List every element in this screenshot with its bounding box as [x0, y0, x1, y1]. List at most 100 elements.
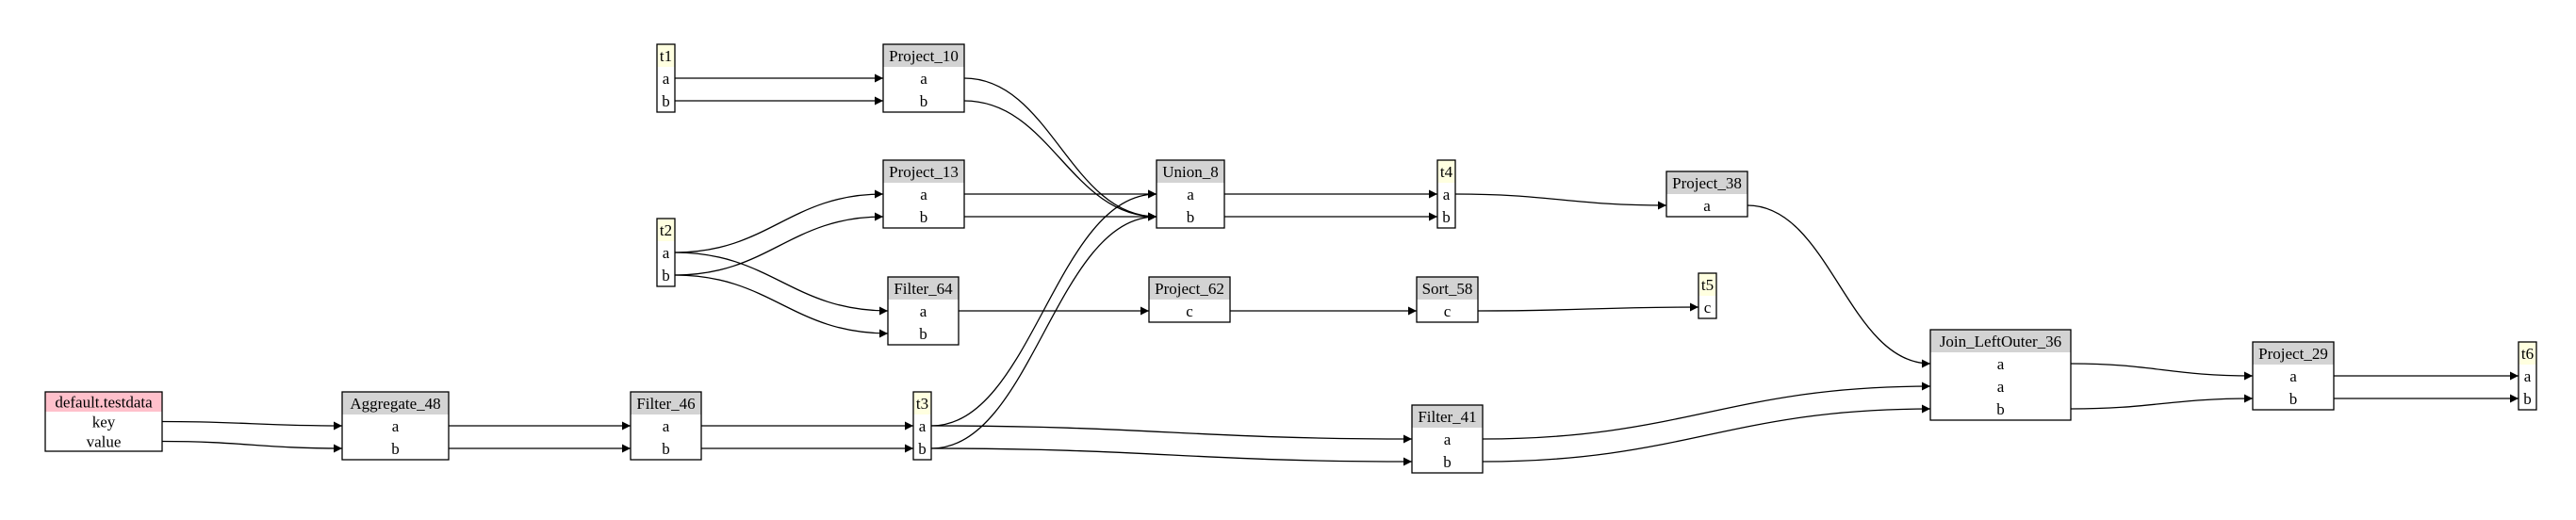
node-title: default.testdata: [55, 393, 153, 411]
node-header: [1157, 160, 1224, 183]
field-a: a: [2524, 367, 2532, 385]
node-project-38[interactable]: Project_38a: [1665, 171, 1748, 218]
field-a: a: [920, 70, 927, 88]
edge-filter-41-to-join-leftouter-36: [1482, 382, 1931, 440]
node-t4[interactable]: t4 ab: [1436, 159, 1456, 229]
field-a: a: [920, 302, 927, 320]
node-title: t3: [916, 395, 928, 413]
edge-t2-to-project-13: [674, 189, 884, 253]
edge-t3-to-filter-41: [930, 425, 1413, 444]
node-header: [1437, 160, 1455, 183]
node-border: [2252, 341, 2335, 411]
node-title: Project_10: [889, 47, 959, 65]
node-title: Aggregate_48: [350, 395, 440, 413]
node-title: Project_62: [1155, 280, 1224, 298]
field-b: b: [919, 325, 927, 343]
node-header: [2519, 342, 2536, 365]
node-border: [1411, 404, 1484, 474]
edge-t3-to-union-8: [930, 212, 1157, 449]
node-border: [887, 276, 960, 346]
node-header: [342, 392, 449, 414]
node-title: t2: [660, 221, 672, 239]
edge-join-leftouter-36-to-project-29: [2070, 363, 2254, 381]
node-sort-58[interactable]: Sort_58c: [1416, 276, 1479, 323]
node-title: Filter_64: [894, 280, 953, 298]
field-b: b: [1442, 208, 1451, 226]
node-title: Sort_58: [1422, 280, 1473, 298]
edge-join-leftouter-36-to-project-29: [2070, 394, 2254, 410]
field-b: b: [662, 267, 670, 284]
node-union-8[interactable]: Union_8ab: [1156, 159, 1225, 229]
node-title: Project_13: [889, 163, 959, 181]
node-header: [1149, 277, 1230, 300]
node-header: [1930, 330, 2071, 352]
field-b: b: [1996, 400, 2005, 418]
field-b: b: [662, 92, 670, 110]
field-c: c: [1186, 302, 1193, 320]
node-border: [1929, 329, 2072, 421]
node-header: [657, 219, 675, 241]
edge-t3-to-union-8: [930, 189, 1157, 427]
node-border: [1436, 159, 1456, 229]
field-b: b: [391, 440, 400, 458]
node-header: [913, 392, 931, 414]
node-t2[interactable]: t2 ab: [656, 218, 676, 287]
node-title: t4: [1440, 163, 1453, 181]
node-header: [883, 44, 964, 67]
edge-t3-to-filter-41: [930, 447, 1413, 466]
field-a: a: [920, 186, 927, 203]
node-t3[interactable]: t3 ab: [912, 391, 932, 461]
node-header: [1666, 171, 1747, 194]
node-t5[interactable]: t5c: [1698, 272, 1717, 319]
edge-default-testdata-to-aggregate-48: [161, 440, 343, 453]
node-header: [888, 277, 959, 300]
field-a: a: [663, 244, 670, 262]
field-a: a: [1444, 431, 1452, 448]
node-header: [1417, 277, 1478, 300]
node-border: [656, 218, 676, 287]
node-border: [1148, 276, 1231, 323]
node-title: Project_29: [2258, 345, 2328, 363]
node-title: Filter_41: [1418, 408, 1476, 426]
field-b: b: [918, 440, 927, 458]
node-header: [1698, 273, 1716, 296]
node-border: [912, 391, 932, 461]
field-b: b: [2523, 390, 2532, 408]
node-header: [883, 160, 964, 183]
node-header: [631, 392, 701, 414]
node-header: [1412, 405, 1483, 428]
edge-t4-to-project-38: [1454, 193, 1667, 210]
field-b: b: [920, 208, 928, 226]
node-border: [1156, 159, 1225, 229]
edge-t2-to-project-13: [674, 212, 884, 276]
node-border: [1665, 171, 1748, 218]
edge-sort-58-to-t5: [1477, 302, 1699, 312]
field-b: b: [1187, 208, 1195, 226]
field-a: a: [1443, 186, 1451, 203]
field-a: a: [663, 417, 670, 435]
node-project-62[interactable]: Project_62c: [1148, 276, 1231, 323]
node-border: [341, 391, 450, 461]
field-b: b: [2289, 390, 2298, 408]
node-border: [882, 43, 965, 113]
field-a: a: [1187, 186, 1194, 203]
node-title: Union_8: [1162, 163, 1219, 181]
field-a: a: [663, 70, 670, 88]
edge-filter-41-to-join-leftouter-36: [1482, 404, 1931, 463]
field-a: a: [1997, 355, 2005, 373]
field-a: a: [919, 417, 927, 435]
edge-t2-to-filter-64: [674, 252, 889, 316]
node-border: [656, 43, 676, 113]
node-border: [630, 391, 702, 461]
